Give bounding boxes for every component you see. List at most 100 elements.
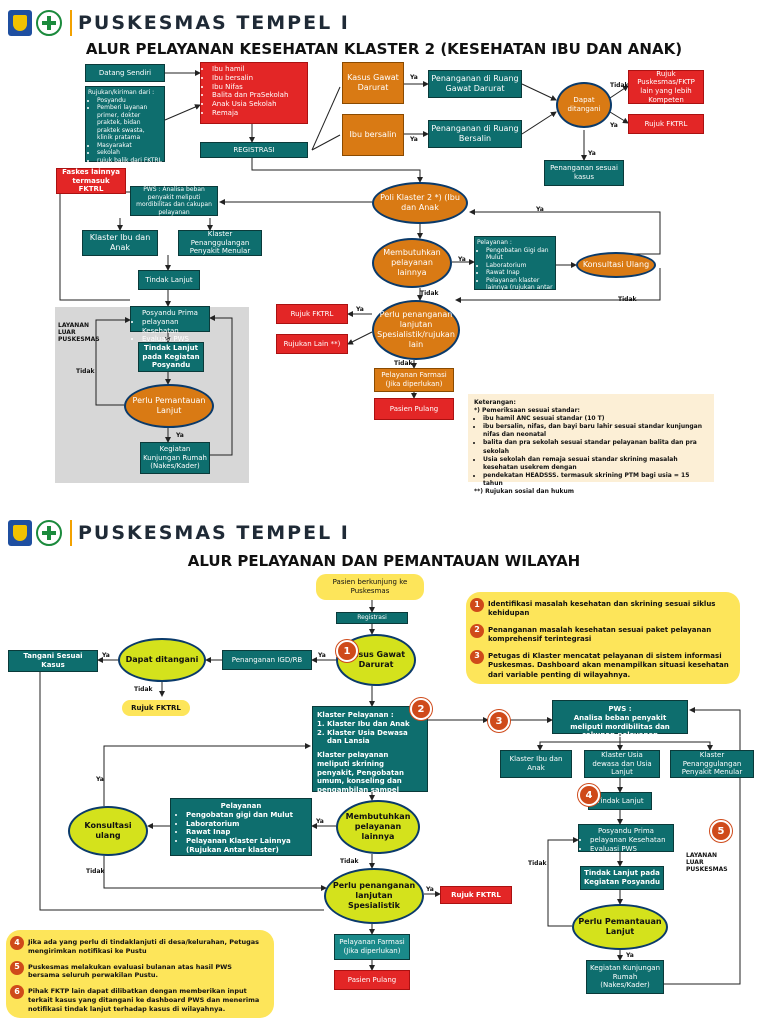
pelayanan-item: Rawat Inap — [186, 828, 305, 837]
keterangan-item: Usia sekolah dan remaja sesuai standar s… — [483, 456, 708, 472]
rujukan-item: Masyarakat — [97, 142, 162, 150]
penanganan-sesuai-box: Penanganan sesuai kasus — [544, 160, 624, 186]
label-tidak: Tidak — [610, 82, 629, 89]
keterangan-footer: **) Rujukan sosial dan hukum — [474, 488, 575, 496]
posyandu-list: pelayanan KesehatanEvaluasi PWS — [133, 318, 207, 344]
step-number: 4 — [10, 936, 24, 950]
klaster-item: Klaster Usia Dewasa dan Lansia — [327, 729, 423, 747]
label-ya: Ya — [536, 206, 544, 213]
membutuhkan-decision: Membutuhkan pelayanan lainnya — [372, 238, 452, 288]
info-note-text: Penanganan masalah kesehatan sesuai pake… — [488, 625, 712, 644]
tl-posyandu-box: Tindak Lanjut pada Kegiatan Posyandu — [138, 342, 204, 372]
kasus-gawat-box: Kasus Gawat Darurat — [342, 62, 404, 104]
keterangan-item: ibu bersalin, nifas, dan bayi baru lahir… — [483, 423, 708, 439]
membutuhkan-decision: Membutuhkan pelayanan lainnya — [336, 800, 420, 854]
pelayanan-lainnya-box: Pelayanan Pengobatan gigi dan MulutLabor… — [170, 798, 312, 856]
info-note-text: Pihak FKTP lain dapat dilibatkan dengan … — [28, 987, 260, 1013]
pelayanan-item: Pengobatan Gigi dan Mulut — [486, 247, 553, 262]
klaster-ibu-anak-box: Klaster Ibu dan Anak — [500, 750, 572, 778]
label-ya: Ya — [356, 306, 364, 313]
klaster-menular-box: Klaster Penanggulangan Penyakit Menular — [178, 230, 262, 256]
klaster-item: Klaster Ibu dan Anak — [327, 720, 423, 729]
poli-klaster-ellipse: Poli Klaster 2 *) (Ibu dan Anak — [372, 182, 468, 224]
header: PUSKESMAS TEMPEL I — [8, 516, 350, 550]
posyandu-item: pelayanan Kesehatan — [590, 836, 671, 845]
label-tidak: Tidak — [86, 868, 105, 875]
label-ya: Ya — [410, 136, 418, 143]
tangani-sesuai-box: Tangani Sesuai Kasus — [8, 650, 98, 672]
registrasi-box: Registrasi — [336, 612, 408, 624]
label-ya: Ya — [626, 952, 634, 959]
kunjungan-rumah-box: Kegiatan Kunjungan Rumah (Nakes/Kader) — [140, 442, 210, 474]
step-number: 3 — [470, 649, 484, 664]
info-note-text: Jika ada yang perlu di tindaklanjuti di … — [28, 938, 260, 955]
step-number: 2 — [470, 623, 484, 638]
label-tidak: Tidak — [420, 290, 439, 297]
keterangan-sub: *) Pemeriksaan sesuai standar: — [474, 407, 580, 415]
faskes-lainnya-box: Faskes lainnya termasuk FKTRL — [56, 168, 126, 194]
rujuk-puskesmas-box: Rujuk Puskesmas/FKTP lain yang lebih Kom… — [628, 70, 704, 104]
sasaran-item: Ibu Nifas — [212, 83, 305, 92]
datang-sendiri-box: Datang Sendiri — [85, 64, 165, 82]
pelayanan-item: Pengobatan gigi dan Mulut — [186, 811, 305, 820]
sasaran-item: Balita dan PraSekolah — [212, 91, 305, 100]
pasien-pulang-box: Pasien Pulang — [334, 970, 410, 990]
brand-name: PUSKESMAS TEMPEL I — [78, 522, 350, 544]
penanganan-igd-box: Penanganan IGD/RB — [222, 650, 312, 670]
layanan-luar-label: LAYANAN LUAR PUSKESMAS — [686, 852, 728, 874]
tl-posyandu-box: Tindak Lanjut pada Kegiatan Posyandu — [580, 866, 664, 890]
tindak-lanjut-box: Tindak Lanjut — [588, 792, 652, 810]
rujukan-list: PosyanduPemberi layanan primer, dokter p… — [88, 97, 162, 165]
posyandu-item: Evaluasi PWS — [590, 845, 671, 854]
pelayanan-list: Pengobatan Gigi dan MulutLaboratoriumRaw… — [477, 247, 553, 300]
posyandu-prima-box: Posyandu Prima pelayanan KesehatanEvalua… — [578, 824, 674, 854]
sasaran-item: Anak Usia Sekolah — [212, 100, 305, 109]
info-notes-bottom: 4 Jika ada yang perlu di tindaklanjuti di… — [6, 930, 274, 1018]
panel-pemantauan-wilayah: PUSKESMAS TEMPEL I ALUR PELAYANAN DAN PE… — [0, 510, 768, 1024]
rujuk-fktrl-box: Rujuk FKTRL — [628, 114, 704, 134]
label-tidak: Tidak — [340, 858, 359, 865]
label-tidak: Tidak — [618, 296, 637, 303]
dapat-ditangani-decision: Dapat ditangani — [118, 638, 206, 682]
konsultasi-ulang-decision: Konsultasi Ulang — [576, 252, 656, 278]
pws-title: PWS : — [608, 705, 632, 713]
dapat-ditangani-decision: Dapat ditangani — [556, 82, 612, 128]
rujuk-fktrl-2-box: Rujuk FKTRL — [440, 886, 512, 904]
klaster-menular-box: Klaster Penanggulangan Penyakit Menular — [670, 750, 754, 778]
pelayanan-title: Pelayanan — [220, 802, 262, 810]
label-ya: Ya — [410, 74, 418, 81]
sasaran-item: Ibu bersalin — [212, 74, 305, 83]
info-note-text: Petugas di Klaster mencatat pelayanan di… — [488, 651, 729, 679]
klaster-ibu-anak-box: Klaster Ibu dan Anak — [82, 230, 158, 256]
pelayanan-item: Pelayanan klaster lainnya (rujukan antar… — [486, 277, 553, 300]
label-tidak: Tidak — [528, 860, 547, 867]
label-ya: Ya — [316, 818, 324, 825]
posyandu-title: Posyandu Prima — [598, 827, 654, 835]
sasaran-box: Ibu hamilIbu bersalinIbu NifasBalita dan… — [200, 62, 308, 124]
health-cross-logo — [36, 520, 62, 546]
pws-box: PWS : Analisa beban penyakit meliputi mo… — [552, 700, 688, 739]
rujukan-box: Rujukan/kiriman dari : PosyanduPemberi l… — [85, 86, 165, 165]
pelayanan-lainnya-box: Pelayanan : Pengobatan Gigi dan MulutLab… — [474, 236, 556, 299]
page-title: ALUR PELAYANAN KESEHATAN KLASTER 2 (KESE… — [85, 40, 683, 58]
pelayanan-title: Pelayanan : — [477, 239, 512, 246]
posyandu-item: pelayanan Kesehatan — [142, 318, 207, 336]
penanganan-bersalin-box: Penanganan di Ruang Bersalin — [428, 120, 522, 148]
pws-desc: Analisa beban penyakit meliputi mordibil… — [570, 713, 670, 740]
step-marker-2: 2 — [410, 698, 432, 720]
klaster-pelayanan-box: Klaster Pelayanan : Klaster Ibu dan Anak… — [312, 706, 428, 794]
label-tidak: Tidak — [134, 686, 153, 693]
brand-name: PUSKESMAS TEMPEL I — [78, 12, 350, 34]
posyandu-item: Evaluasi PWS — [142, 335, 207, 344]
posyandu-title: Posyandu Prima — [142, 309, 198, 317]
header: PUSKESMAS TEMPEL I — [8, 6, 350, 40]
rujuk-fktrl-pill: Rujuk FKTRL — [122, 700, 190, 716]
posyandu-prima-box: Posyandu Prima pelayanan KesehatanEvalua… — [130, 306, 210, 343]
layanan-luar-label: LAYANAN LUAR PUSKESMAS — [58, 322, 100, 344]
perlu-penanganan-decision: Perlu penanganan lanjutan Spesialistik/r… — [372, 300, 460, 360]
penanganan-gd-box: Penanganan di Ruang Gawat Darurat — [428, 70, 522, 98]
pelayanan-list: Pengobatan gigi dan MulutLaboratoriumRaw… — [177, 811, 305, 855]
pelayanan-farmasi-box: Pelayanan Farmasi (Jika diperlukan) — [374, 368, 454, 392]
